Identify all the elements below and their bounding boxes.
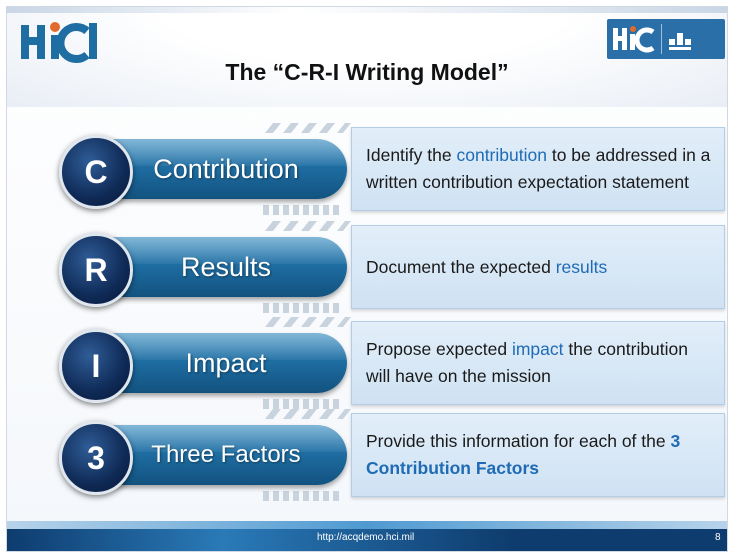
stripe-decoration <box>263 491 339 501</box>
row-three-factors: Three Factors 3 Provide this information… <box>7 409 727 501</box>
highlighted-keyword: impact <box>511 339 564 359</box>
stripe-decoration <box>263 399 339 409</box>
stripe-decoration <box>265 123 351 133</box>
highlighted-keyword: contribution <box>456 145 547 165</box>
row-description: Identify the contribution to be addresse… <box>366 128 716 210</box>
row-letter: I <box>91 347 101 384</box>
row-description: Document the expected results <box>366 226 716 308</box>
footer-stripe <box>7 521 727 529</box>
row-results: Results R Document the expected results <box>7 221 727 313</box>
highlighted-keyword: results <box>555 256 608 277</box>
stripe-decoration <box>265 221 351 231</box>
hci-logo-icon <box>21 22 97 63</box>
description-segment: to be addressed in a written contributio… <box>366 145 711 192</box>
row-label: Contribution <box>153 153 299 184</box>
letter-circle: R <box>59 233 133 307</box>
row-description: Propose expected impact the contribution… <box>366 322 716 404</box>
row-letter: 3 <box>87 439 105 476</box>
stripe-decoration <box>263 205 339 215</box>
letter-circle: I <box>59 329 133 403</box>
description-text: Identify the contribution to be addresse… <box>366 142 716 196</box>
letter-circle: C <box>59 135 133 209</box>
row-description: Provide this information for each of the… <box>366 414 716 496</box>
description-segment: the contribution will have on the missio… <box>366 339 689 386</box>
hci-acqdemo-logo-icon <box>607 19 725 59</box>
page-title: The “C-R-I Writing Model” <box>225 59 509 85</box>
stripe-decoration <box>263 303 339 313</box>
description-text: Propose expected impact the contribution… <box>366 336 716 390</box>
row-letter: R <box>84 251 108 288</box>
row-label: Results <box>180 251 272 282</box>
slide: The “C-R-I Writing Model” Contribution C… <box>6 6 728 552</box>
description-segment: Propose expected <box>366 339 512 359</box>
description-box: Provide this information for each of the… <box>351 413 725 497</box>
description-box: Document the expected results <box>351 225 725 309</box>
label-bar <box>103 333 347 393</box>
label-bar <box>103 139 347 199</box>
label-bar <box>103 237 347 297</box>
row-label: Three Factors <box>151 441 301 468</box>
row-impact: Impact I Propose expected impact the con… <box>7 317 727 409</box>
header-shade <box>7 7 727 13</box>
row-contribution: Contribution C Identify the contribution… <box>7 123 727 215</box>
description-box: Identify the contribution to be addresse… <box>351 127 725 211</box>
description-segment: Identify the <box>366 145 457 165</box>
description-text: Provide this information for each of the… <box>366 428 716 482</box>
description-text: Document the expected results <box>366 254 607 281</box>
stripe-decoration <box>265 409 351 419</box>
letter-circle: 3 <box>59 421 133 495</box>
description-segment: Document the expected <box>366 256 556 277</box>
page-number: 8 <box>715 532 721 543</box>
row-letter: C <box>84 153 108 190</box>
description-segment: Provide this information for each of the <box>366 431 671 451</box>
label-bar <box>103 425 347 485</box>
description-box: Propose expected impact the contribution… <box>351 321 725 405</box>
row-label: Impact <box>185 347 267 378</box>
highlighted-keyword: 3 Contribution Factors <box>366 431 681 478</box>
footer-url[interactable]: http://acqdemo.hci.mil <box>317 532 415 543</box>
stripe-decoration <box>265 317 351 327</box>
footer-bar <box>7 529 727 551</box>
